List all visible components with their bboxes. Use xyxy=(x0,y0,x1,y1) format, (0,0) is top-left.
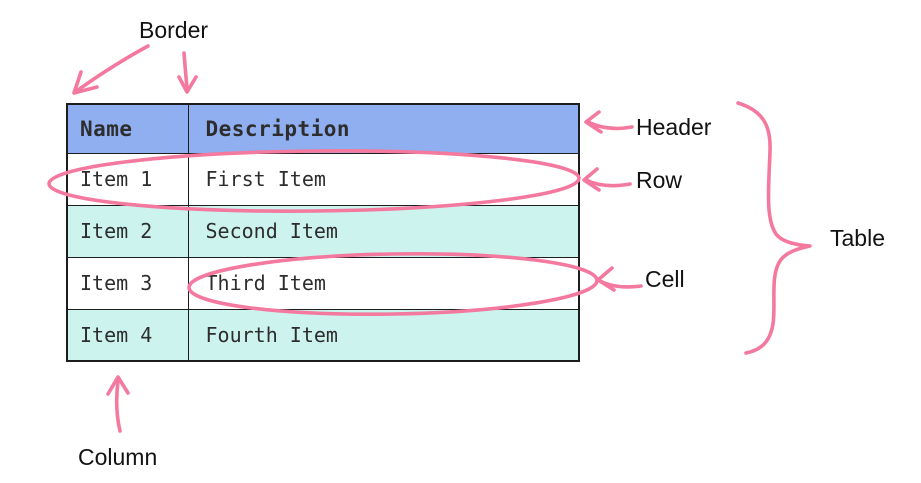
cell-name: Item 4 xyxy=(66,308,189,362)
table-row: Item 4 Fourth Item xyxy=(66,308,580,362)
column-arrow-icon xyxy=(106,375,130,433)
border-label: Border xyxy=(139,17,209,43)
border-arrow-down-icon xyxy=(177,51,198,94)
row-label: Row xyxy=(636,167,683,193)
table-row: Item 2 Second Item xyxy=(66,204,580,258)
cell-description: First Item xyxy=(187,152,580,206)
column-header-description: Description xyxy=(187,103,580,154)
row-arrow-icon xyxy=(582,167,632,192)
header-arrow-icon xyxy=(584,110,634,134)
cell-name: Item 2 xyxy=(66,204,189,258)
cell-arrow-icon xyxy=(596,266,643,292)
border-arrow-diagonal-icon xyxy=(72,44,150,95)
table-brace-icon xyxy=(736,101,812,355)
header-label: Header xyxy=(636,114,712,140)
cell-description: Fourth Item xyxy=(187,308,580,362)
cell-description: Third Item xyxy=(187,256,580,310)
column-header-name: Name xyxy=(66,103,189,154)
cell-label: Cell xyxy=(645,266,685,292)
cell-description: Second Item xyxy=(187,204,580,258)
table-row: Item 3 Third Item xyxy=(66,256,580,310)
demo-table: Name Description Item 1 First Item Item … xyxy=(66,103,580,362)
table-label: Table xyxy=(830,225,885,251)
header-row: Name Description xyxy=(66,103,580,154)
cell-name: Item 3 xyxy=(66,256,189,310)
column-label: Column xyxy=(78,444,158,470)
table-row: Item 1 First Item xyxy=(66,152,580,206)
cell-name: Item 1 xyxy=(66,152,189,206)
